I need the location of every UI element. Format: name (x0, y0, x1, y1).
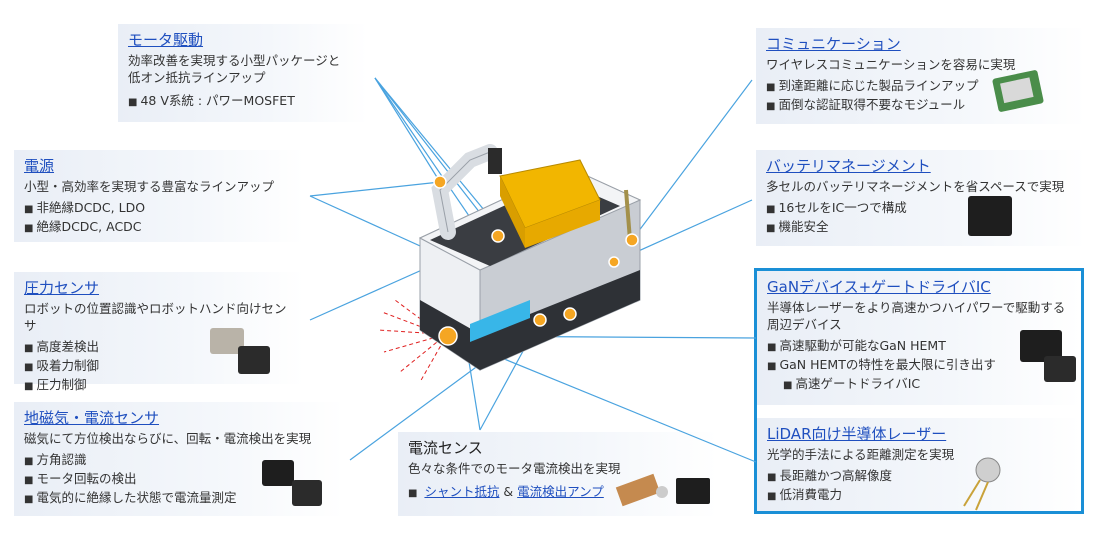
current-title: 電流センス (408, 439, 483, 457)
power-bullet-2: 絶縁DCDC, ACDC (24, 218, 294, 237)
gan-desc-2: 周辺デバイス (767, 317, 842, 332)
comm-title-link[interactable]: コミュニケーション (766, 35, 901, 53)
lidar-desc: 光学的手法による距離測定を実現 (767, 447, 955, 462)
plus-icon (656, 486, 668, 498)
shunt-resistor-icon (615, 473, 661, 507)
magnetic-desc: 磁気にて方位検出ならびに、回転・電流検出を実現 (24, 431, 312, 446)
laser-diode-icon (963, 457, 1001, 511)
pressure-title-link[interactable]: 圧力センサ (24, 279, 100, 297)
shunt-resistor-link[interactable]: シャント抵抗 (424, 484, 500, 499)
battery-ic-icon (968, 196, 1012, 236)
gan-desc-1: 半導体レーザーをより高速かつハイパワーで駆動する (767, 300, 1066, 315)
amp-ic-icon (676, 478, 710, 504)
motor-bullet-1: 48 V系統 : パワーMOSFET (128, 92, 358, 111)
comm-bullet-1: 到達距離に応じた製品ラインアップ (766, 77, 1076, 96)
ampersand: & (499, 484, 518, 499)
highlight-frame (754, 268, 1084, 514)
gan-bullet-2b: 高速ゲートドライバIC (767, 375, 1071, 394)
motor-desc-1: 効率改善を実現する小型パッケージと (128, 53, 341, 68)
gan-ic-icon (1020, 330, 1076, 382)
pressure-bullet-2: 吸着力制御 (24, 357, 294, 376)
current-desc: 色々な条件でのモータ電流検出を実現 (408, 461, 621, 476)
magnetic-sensor-icon (262, 460, 322, 506)
pressure-sensor-icon (210, 328, 270, 374)
current-links-row: シャント抵抗 & 電流検出アンプ (408, 483, 708, 502)
power-desc: 小型・高効率を実現する豊富なラインアップ (24, 179, 275, 194)
robot-body (418, 144, 642, 371)
magnetic-title-link[interactable]: 地磁気・電流センサ (24, 409, 160, 427)
lidar-bullet-1: 長距離かつ高解像度 (767, 467, 1071, 486)
comm-bullet-2: 面倒な認証取得不要なモジュール (766, 96, 1076, 115)
gan-bullet-1: 高速駆動が可能なGaN HEMT (767, 337, 1071, 356)
motor-panel: モータ駆動 効率改善を実現する小型パッケージと 低オン抵抗ラインアップ 48 V… (118, 24, 368, 122)
magnetic-bullet-2: モータ回転の検出 (24, 470, 334, 489)
callout-dots (433, 175, 639, 346)
magnetic-panel: 地磁気・電流センサ 磁気にて方位検出ならびに、回転・電流検出を実現 方角認識 モ… (14, 402, 344, 516)
battery-panel: バッテリマネージメント 多セルのバッテリマネージメントを省スペースで実現 16セ… (756, 150, 1086, 246)
gan-title-link[interactable]: GaNデバイス+ゲートドライバIC (767, 278, 991, 296)
current-panel: 電流センス 色々な条件でのモータ電流検出を実現 シャント抵抗 & 電流検出アンプ (398, 432, 718, 516)
gan-panel: GaNデバイス+ゲートドライバIC 半導体レーザーをより高速かつハイパワーで駆動… (757, 271, 1081, 405)
power-bullet-1: 非絶縁DCDC, LDO (24, 199, 294, 218)
battery-desc: 多セルのバッテリマネージメントを省スペースで実現 (766, 179, 1065, 194)
motor-desc-2: 低オン抵抗ラインアップ (128, 70, 266, 85)
lidar-bullet-2: 低消費電力 (767, 486, 1071, 505)
pressure-bullet-3: 圧力制御 (24, 376, 294, 395)
comm-module-icon (992, 70, 1044, 112)
magnetic-bullet-1: 方角認識 (24, 451, 334, 470)
lidar-panel: LiDAR向け半導体レーザー 光学的手法による距離測定を実現 長距離かつ高解像度… (757, 418, 1081, 511)
comm-desc: ワイヤレスコミュニケーションを容易に実現 (766, 57, 1016, 72)
pressure-bullet-1: 高度差検出 (24, 338, 294, 357)
pressure-panel: 圧力センサ ロボットの位置認識やロボットハンド向けセンサ 高度差検出 吸着力制御… (14, 272, 304, 392)
battery-bullet-2: 機能安全 (766, 218, 1076, 237)
gan-bullet-2: GaN HEMTの特性を最大限に引き出す (767, 356, 1071, 375)
power-panel: 電源 小型・高効率を実現する豊富なラインアップ 非絶縁DCDC, LDO 絶縁D… (14, 150, 304, 242)
power-title-link[interactable]: 電源 (24, 157, 55, 175)
motor-title-link[interactable]: モータ駆動 (128, 31, 204, 49)
current-amp-link[interactable]: 電流検出アンプ (517, 484, 604, 499)
lidar-title-link[interactable]: LiDAR向け半導体レーザー (767, 425, 947, 443)
battery-title-link[interactable]: バッテリマネージメント (766, 157, 931, 175)
battery-bullet-1: 16セルをIC一つで構成 (766, 199, 1076, 218)
pressure-desc: ロボットの位置認識やロボットハンド向けセンサ (24, 301, 287, 333)
magnetic-bullet-3: 電気的に絶縁した状態で電流量測定 (24, 489, 334, 508)
